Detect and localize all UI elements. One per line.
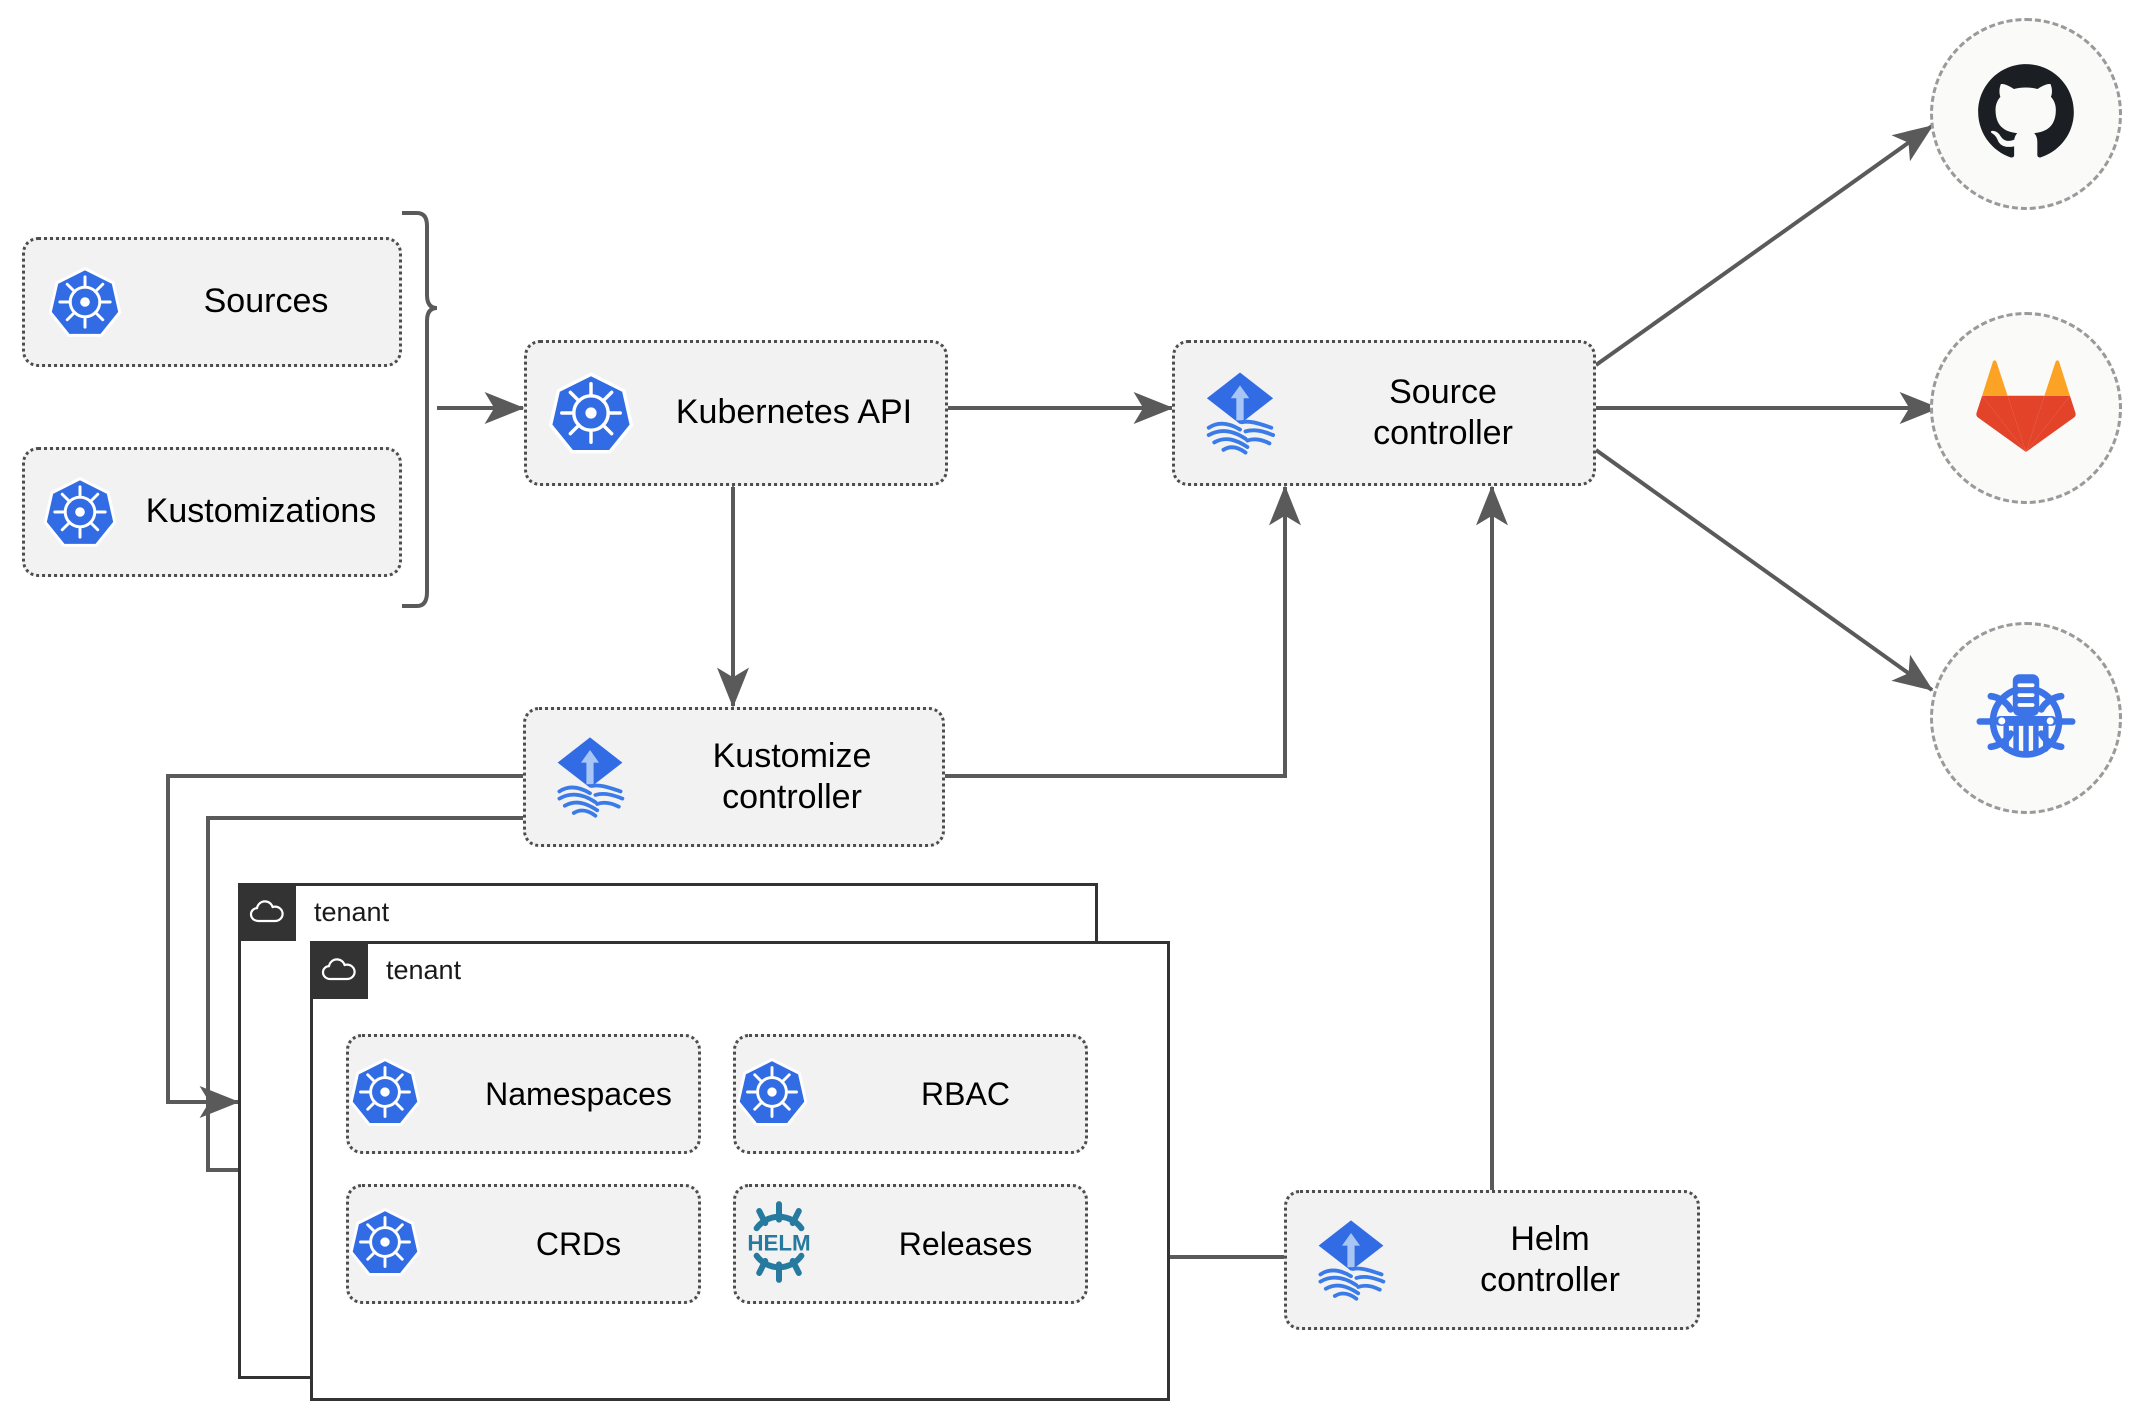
tenant-header-front: tenant — [310, 941, 461, 999]
node-label: Kustomize controller — [712, 736, 872, 816]
provider-gitlab[interactable] — [1930, 312, 2122, 504]
tenant-resource-label: RBAC — [921, 1075, 1010, 1112]
node-kustomizations[interactable]: Kustomizations — [22, 447, 402, 577]
node-source-controller[interactable]: Source controller — [1172, 340, 1596, 486]
oci-registry-icon — [1971, 661, 2081, 776]
tenant-container-front: tenant — [310, 941, 1170, 1401]
flux-icon — [1175, 367, 1305, 459]
github-icon — [1974, 60, 2078, 169]
node-label: Source controller — [1373, 372, 1513, 452]
node-helm-controller[interactable]: Helm controller — [1284, 1190, 1700, 1330]
kubernetes-icon — [25, 265, 145, 339]
node-sources[interactable]: Sources — [22, 237, 402, 367]
helm-icon: HELM — [736, 1199, 856, 1290]
flux-icon — [1287, 1215, 1415, 1305]
tenant-resource-rbac[interactable]: RBAC — [733, 1034, 1088, 1154]
tenant-resource-releases[interactable]: HELM Releases — [733, 1184, 1088, 1304]
node-label: Helm controller — [1480, 1219, 1620, 1299]
cloud-icon — [310, 941, 368, 999]
tenant-header-back: tenant — [238, 883, 389, 941]
node-kubernetes-api[interactable]: Kubernetes API — [524, 340, 948, 486]
cloud-icon — [238, 883, 296, 941]
provider-oci-registry[interactable] — [1930, 622, 2122, 814]
node-label: Sources — [203, 282, 329, 321]
node-label: Kubernetes API — [675, 393, 913, 432]
tenant-resource-label: Releases — [898, 1225, 1033, 1262]
kubernetes-icon — [527, 370, 655, 456]
kubernetes-icon — [736, 1056, 856, 1133]
tenant-resource-label: CRDs — [535, 1225, 622, 1262]
tenant-resource-namespaces[interactable]: Namespaces — [346, 1034, 701, 1154]
edge-source-to-github — [1594, 124, 1934, 367]
gitlab-icon — [1974, 358, 2078, 459]
provider-github[interactable] — [1930, 18, 2122, 210]
tenant-resource-label: Namespaces — [485, 1075, 672, 1112]
kubernetes-icon — [25, 475, 135, 549]
kubernetes-icon — [349, 1056, 469, 1133]
svg-text:HELM: HELM — [747, 1230, 810, 1255]
tenant-label-back: tenant — [314, 896, 390, 927]
tenant-resource-crds[interactable]: CRDs — [346, 1184, 701, 1304]
node-label: Kustomizations — [145, 492, 377, 531]
group-bracket — [402, 211, 438, 608]
node-kustomize-controller[interactable]: Kustomize controller — [523, 707, 945, 847]
kubernetes-icon — [349, 1206, 469, 1283]
tenant-label-front: tenant — [386, 954, 462, 985]
flux-icon — [526, 732, 654, 822]
edge-source-to-oci — [1594, 448, 1934, 692]
edge-kustomize-to-source — [945, 485, 1301, 778]
